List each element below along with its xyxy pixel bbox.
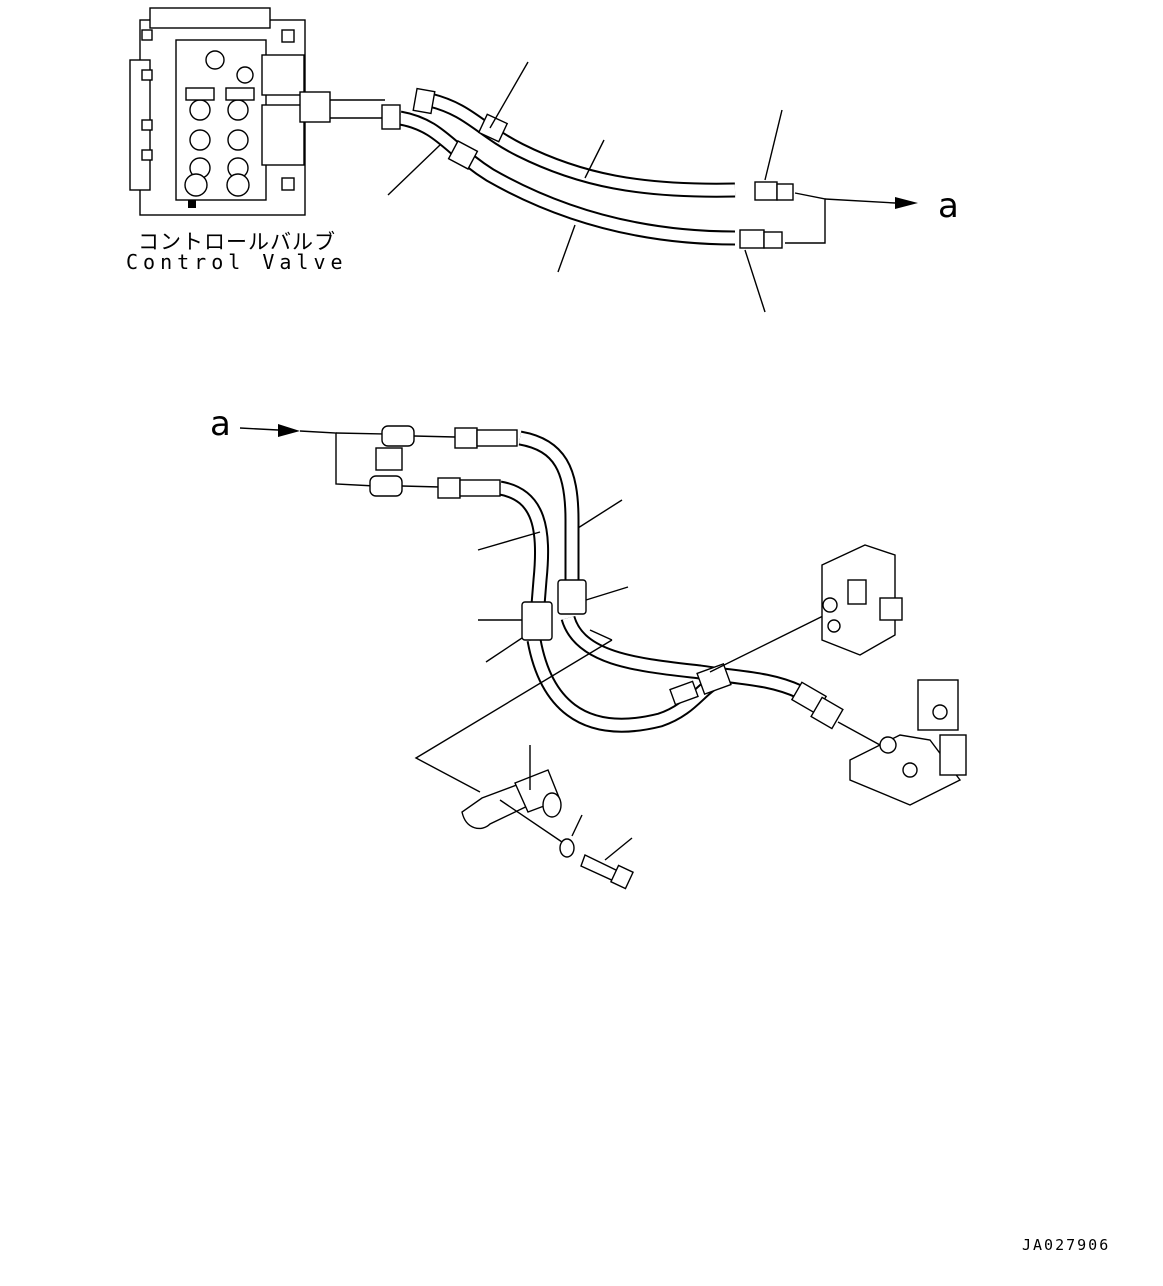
lower-hose-fittings — [437, 427, 844, 730]
control-valve-block-icon — [129, 7, 385, 216]
drawing-code: JA027906 — [1022, 1236, 1111, 1254]
lower-left-fittings — [369, 425, 456, 497]
right-lower-bracket-icon — [849, 679, 967, 806]
lower-hoses — [498, 430, 804, 733]
reference-a-top: a — [938, 186, 959, 226]
washer-icon — [559, 814, 583, 858]
reference-a-bottom: a — [210, 404, 231, 444]
lower-connection-lines — [239, 424, 386, 487]
upper-hose-fittings — [381, 87, 794, 249]
control-valve-label-jp: コントロールバルブ — [138, 230, 336, 254]
control-valve-label-en: Control Valve — [126, 250, 348, 274]
lower-leaders — [414, 499, 881, 793]
bolt-icon — [580, 837, 634, 890]
right-upper-bracket-icon — [821, 544, 903, 656]
upper-hose-pair — [398, 92, 736, 246]
upper-leaders — [387, 61, 918, 313]
hose-clamp-icon — [461, 745, 563, 843]
